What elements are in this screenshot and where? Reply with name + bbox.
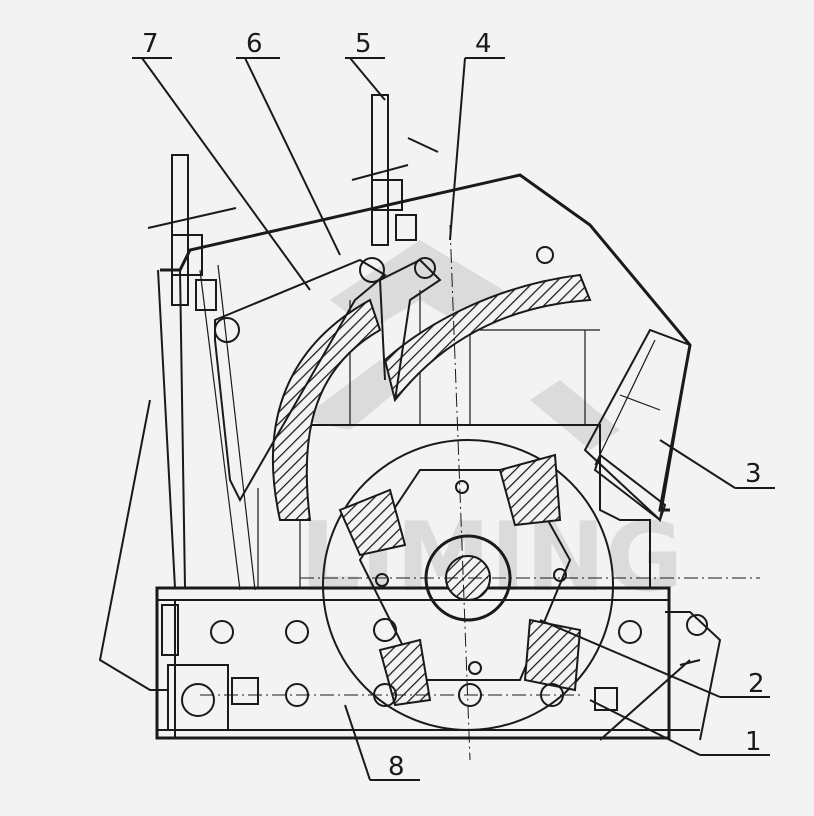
frame-holes bbox=[210, 614, 708, 711]
callout-1: 1 bbox=[745, 727, 762, 757]
centre-lines bbox=[200, 224, 760, 761]
base-frame bbox=[155, 586, 700, 740]
callout-2: 2 bbox=[748, 669, 765, 699]
rotor bbox=[322, 439, 614, 731]
callout-8: 8 bbox=[388, 752, 405, 782]
impact-apron-upper bbox=[378, 246, 592, 403]
callout-4: 4 bbox=[475, 29, 492, 59]
feed-chute bbox=[583, 328, 692, 522]
adjustment-rod-5 bbox=[351, 94, 439, 246]
adjustment-rod-left bbox=[147, 154, 237, 311]
impact-apron-lower bbox=[214, 257, 387, 521]
supports bbox=[98, 399, 722, 741]
callout-7: 7 bbox=[142, 29, 159, 59]
callout-3: 3 bbox=[745, 459, 762, 489]
callout-6: 6 bbox=[246, 29, 263, 59]
callout-leaders bbox=[132, 57, 775, 781]
callout-5: 5 bbox=[355, 29, 372, 59]
